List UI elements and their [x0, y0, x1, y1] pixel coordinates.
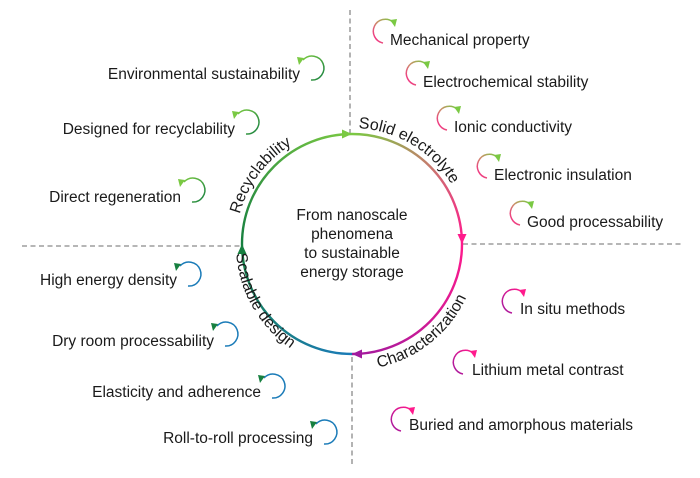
arc-scalable-design: [240, 243, 353, 356]
svg-text:Elasticity and adherence: Elasticity and adherence: [92, 384, 261, 401]
svg-text:Lithium metal contrast: Lithium metal contrast: [472, 362, 624, 379]
list-item: Electronic insulation: [476, 153, 632, 184]
center-line-2: phenomena: [311, 226, 393, 243]
svg-text:Environmental sustainability: Environmental sustainability: [108, 66, 300, 83]
svg-text:Roll-to-roll processing: Roll-to-roll processing: [163, 430, 313, 447]
counterclockwise-cycle-arrow-icon: [211, 321, 239, 347]
svg-text:Direct regeneration: Direct regeneration: [49, 189, 181, 206]
cycle-ring: [240, 132, 464, 356]
clockwise-cycle-arrow-icon: [405, 60, 430, 86]
list-item: Roll-to-roll processing: [163, 419, 338, 447]
list-item: Elasticity and adherence: [92, 373, 286, 401]
svg-text:In situ methods: In situ methods: [520, 301, 625, 318]
svg-text:Electronic insulation: Electronic insulation: [494, 167, 632, 184]
quadrant-characterization-items: In situ methods Lithium metal contrast B…: [390, 288, 633, 434]
clockwise-cycle-arrow-icon: [509, 200, 534, 226]
counterclockwise-cycle-arrow-icon: [297, 55, 325, 81]
center-line-4: energy storage: [300, 264, 403, 281]
clockwise-cycle-arrow-icon: [390, 406, 415, 432]
quadrant-solid-electrolyte-items: Mechanical property Electrochemical stab…: [372, 18, 663, 231]
arrowhead-right-icon: [457, 234, 467, 244]
arc-recyclability: [240, 132, 353, 245]
list-item: Designed for recyclability: [63, 109, 260, 138]
list-item: Buried and amorphous materials: [390, 406, 633, 434]
svg-text:Dry room processability: Dry room processability: [52, 333, 214, 350]
list-item: Good processability: [509, 200, 663, 231]
arc-solid-electrolyte: [351, 132, 464, 245]
counterclockwise-cycle-arrow-icon: [232, 109, 260, 135]
clockwise-cycle-arrow-icon: [501, 288, 526, 314]
list-item: Direct regeneration: [49, 177, 206, 206]
quadrant-scalable-design-items: High energy density Dry room processabil…: [40, 261, 338, 447]
list-item: Lithium metal contrast: [452, 349, 624, 379]
counterclockwise-cycle-arrow-icon: [310, 419, 338, 445]
list-item: Environmental sustainability: [108, 55, 325, 83]
list-item: High energy density: [40, 261, 202, 289]
center-caption: From nanoscale phenomena to sustainable …: [296, 207, 407, 281]
svg-text:Ionic conductivity: Ionic conductivity: [454, 119, 572, 136]
clockwise-cycle-arrow-icon: [436, 105, 461, 131]
svg-text:Electrochemical stability: Electrochemical stability: [423, 74, 589, 91]
counterclockwise-cycle-arrow-icon: [178, 177, 206, 203]
quadrant-label-characterization: Characterization: [375, 292, 470, 372]
clockwise-cycle-arrow-icon: [476, 153, 501, 179]
clockwise-cycle-arrow-icon: [372, 18, 397, 44]
counterclockwise-cycle-arrow-icon: [174, 261, 202, 287]
svg-text:High energy density: High energy density: [40, 272, 177, 289]
counterclockwise-cycle-arrow-icon: [258, 373, 286, 399]
arc-characterization: [351, 243, 464, 356]
svg-text:Good processability: Good processability: [527, 214, 663, 231]
center-line-3: to sustainable: [304, 245, 400, 262]
quadrant-recyclability-items: Environmental sustainability Designed fo…: [49, 55, 325, 206]
svg-text:Designed for recyclability: Designed for recyclability: [63, 121, 236, 138]
svg-text:Mechanical property: Mechanical property: [390, 32, 530, 49]
list-item: Mechanical property: [372, 18, 530, 49]
list-item: Electrochemical stability: [405, 60, 589, 91]
quadrant-label-recyclability: Recyclability: [227, 134, 294, 216]
list-item: Dry room processability: [52, 321, 239, 350]
arrowhead-bottom-icon: [352, 349, 362, 359]
arrowhead-top-icon: [342, 129, 352, 139]
svg-text:Buried and amorphous materials: Buried and amorphous materials: [409, 417, 633, 434]
list-item: Ionic conductivity: [436, 105, 572, 136]
quadrant-label-scalable-design: Scalable design: [232, 252, 298, 352]
clockwise-cycle-arrow-icon: [452, 349, 477, 375]
arrowhead-left-icon: [237, 244, 247, 254]
list-item: In situ methods: [501, 288, 625, 318]
center-line-1: From nanoscale: [296, 207, 407, 224]
